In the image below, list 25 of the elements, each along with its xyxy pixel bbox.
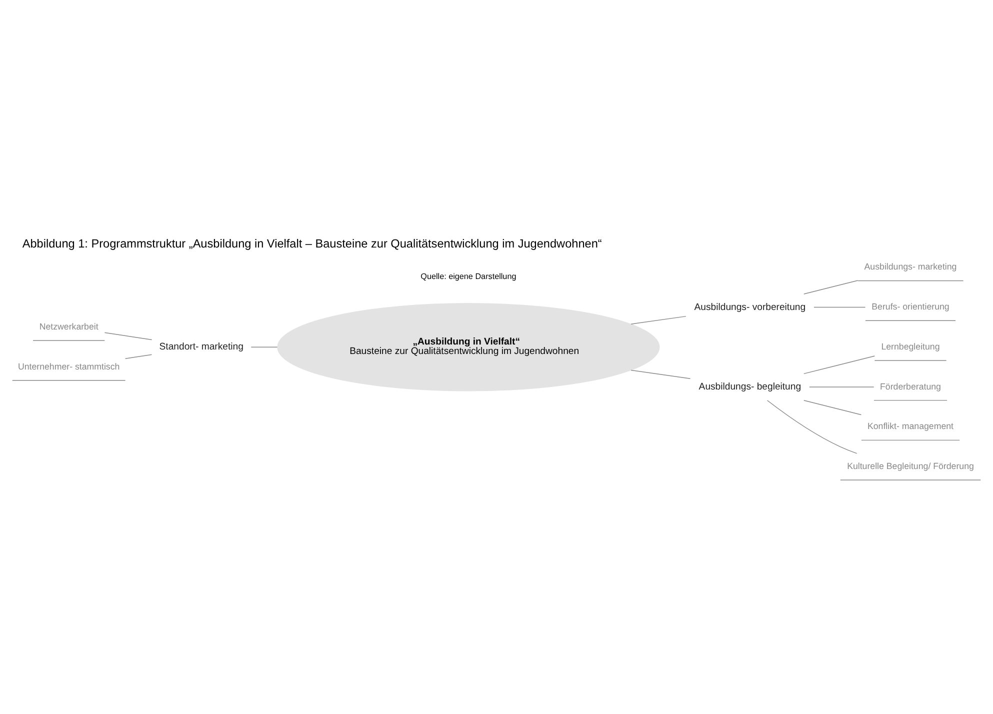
node-text: Lernbegleitung [881,340,940,351]
node-text: Kulturelle Begleitung/ Förderung [847,460,974,471]
connector [630,315,686,324]
node-text: Ausbildungs- begleitung [698,381,802,392]
connector [804,355,876,374]
caption: Quelle: eigene Darstellung [420,272,516,281]
node-text: Unternehmer- stammtisch [18,360,120,371]
connector [630,369,691,378]
connector [809,386,874,387]
connector [814,306,866,308]
connector [804,400,862,415]
connector [250,346,278,348]
connector [804,280,858,294]
connector [104,332,152,340]
connector [766,400,858,454]
node-text: Förderberatung [880,380,941,391]
connector [124,354,152,358]
node-ellipse: „Ausbildung in Vielfalt“ Bausteine zur Qualitätsentwicklung im Jugendwohnen [277,302,660,391]
node-text: Ausbildungs- marketing [864,261,957,272]
node-text: Standort- marketing [159,341,244,352]
diagram-title: Abbildung 1: Programmstruktur „Ausbildung in Vielfalt – Bausteine zur Qualitätsentwicklung im Jugendwohnen“ [22,236,602,250]
node-text: Berufs- orientierung [872,301,950,312]
node-text: Konflikt- management [867,420,954,431]
node-text: Netzwerkarbeit [39,321,98,332]
node-text: Ausbildungs- vorbereitung [694,301,806,312]
